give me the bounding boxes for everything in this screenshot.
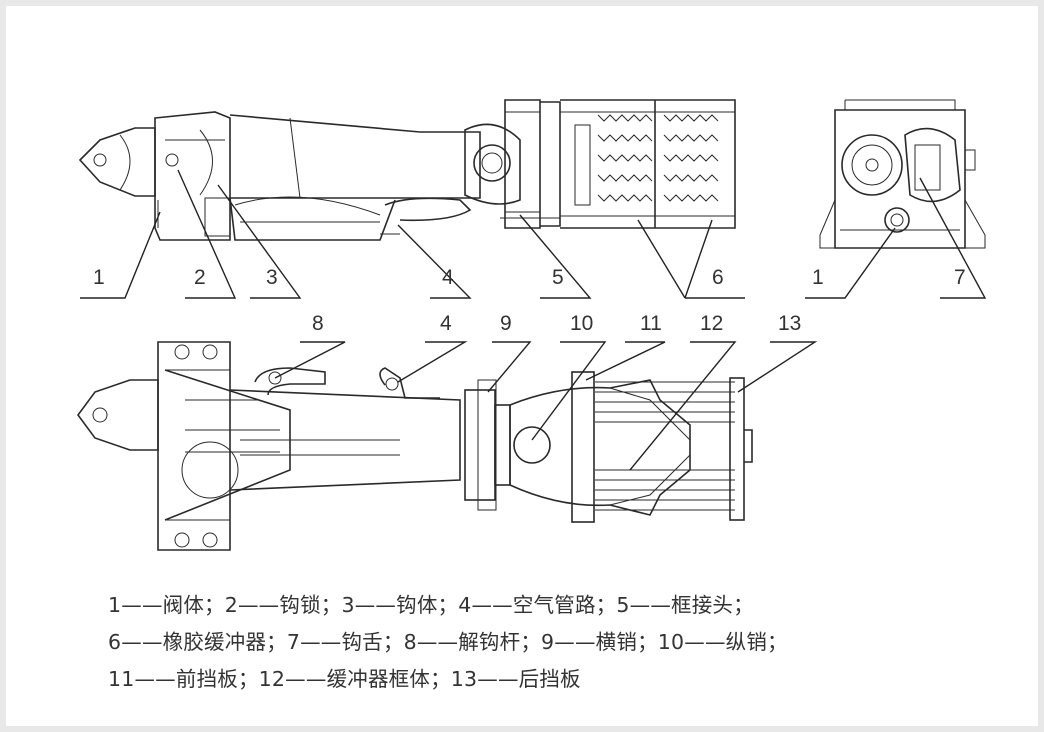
callout-numbers: 1 2 3 4 5 6 1 7 8 4 9 10 11 12 13 [93,266,966,335]
label-13: 13 [778,312,801,335]
leader-lines [80,169,987,471]
caption-line-2: 6——橡胶缓冲器；7——钩舌；8——解钩杆；9——横销；10——纵销； [108,630,788,654]
caption-line-3: 11——前挡板；12——缓冲器框体；13——后挡板 [108,667,581,691]
side-view [78,99,736,241]
plan-view [77,341,753,551]
label-10: 10 [570,312,593,335]
label-3: 3 [266,266,278,289]
label-11: 11 [640,312,662,335]
label-12: 12 [700,312,723,335]
rubber-buffer-left [597,114,653,202]
label-1: 1 [93,266,105,289]
rubber-buffer-right [663,114,719,202]
label-4: 4 [442,266,454,289]
caption-line-1: 1——阀体；2——钩锁；3——钩体；4——空气管路；5——框接头； [108,593,754,617]
label-5: 5 [552,266,564,289]
label-7: 7 [954,266,966,289]
label-2: 2 [194,266,206,289]
label-9: 9 [500,312,512,335]
label-1-end: 1 [812,266,824,289]
label-8: 8 [312,312,324,335]
plan-buffer-springs [595,381,735,511]
figure-frame [6,6,1038,726]
label-4-plan: 4 [440,312,452,335]
end-view [819,99,986,249]
label-6: 6 [712,266,724,289]
